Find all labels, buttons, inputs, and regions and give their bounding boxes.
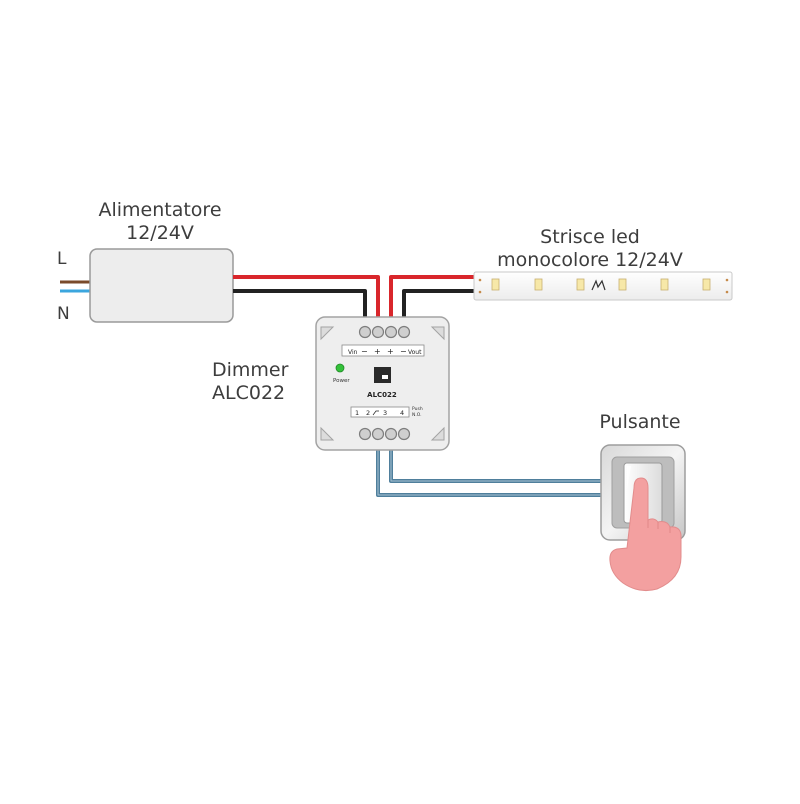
- wire-psu-positive: [233, 275, 380, 322]
- push-button: [600, 444, 686, 591]
- terminal-screw: [358, 325, 372, 339]
- terminal-minus-label: −: [400, 347, 407, 356]
- power-led-icon: [335, 363, 345, 373]
- led-strip-label: Strisce led monocolore 12/24V: [470, 226, 710, 272]
- terminal-vout-label: Vout: [408, 349, 422, 356]
- bottom-terminal-block: [358, 427, 411, 441]
- terminal-screw: [384, 427, 398, 441]
- wire-psu-negative: [233, 289, 367, 322]
- power-supply-voltage: 12/24V: [126, 222, 194, 244]
- push-label: Push: [412, 406, 423, 412]
- mains-wires: [60, 280, 92, 293]
- terminal-screw: [371, 325, 385, 339]
- led-chip: [618, 278, 627, 291]
- dimmer-to-button-wires: [376, 444, 604, 497]
- wire-strip-negative: [402, 289, 478, 322]
- pin-2-label: 2: [366, 409, 370, 417]
- wire-strip-positive: [389, 275, 478, 322]
- led-chip: [702, 278, 711, 291]
- push-button-label: Pulsante: [599, 411, 681, 433]
- mains-l-label: L: [57, 249, 67, 269]
- led-strip-title: Strisce led: [540, 226, 640, 248]
- resistor-icon: [591, 279, 606, 291]
- dimmer-title: Dimmer: [212, 359, 289, 381]
- led-chip: [534, 278, 543, 291]
- terminal-screw: [397, 325, 411, 339]
- terminal-screw: [371, 427, 385, 441]
- wire-push-a: [376, 444, 604, 497]
- power-supply-label: Alimentatore 12/24V: [70, 199, 250, 245]
- terminal-plus-label: +: [387, 347, 394, 356]
- model-label: ALC022: [367, 391, 397, 399]
- pin-1-label: 1: [355, 409, 359, 417]
- led-strip: [473, 271, 733, 301]
- terminal-screw: [384, 325, 398, 339]
- dimmer-model: ALC022: [212, 382, 286, 404]
- terminal-label-strip: [341, 344, 425, 357]
- hand-icon: [609, 477, 682, 591]
- led-strip-body: [473, 271, 733, 301]
- no-label: N.O.: [412, 412, 422, 418]
- terminal-screw: [358, 427, 372, 441]
- led-chip: [576, 278, 585, 291]
- mains-n-label: N: [57, 304, 70, 324]
- terminal-minus-label: −: [361, 347, 368, 356]
- power-label: Power: [333, 378, 350, 384]
- top-terminal-block: [358, 325, 411, 339]
- pin-3-label: 3: [383, 409, 387, 417]
- power-supply-title: Alimentatore: [98, 199, 222, 221]
- terminal-screw: [397, 427, 411, 441]
- terminal-plus-label: +: [374, 347, 381, 356]
- dimmer-to-strip-wires: [389, 275, 478, 322]
- psu-to-dimmer-wires: [233, 275, 380, 322]
- dimmer-label: Dimmer ALC022: [212, 359, 316, 405]
- led-strip-subtitle: monocolore 12/24V: [497, 249, 683, 271]
- switch-symbol-icon: [372, 410, 379, 416]
- terminal-vin-label: Vin: [348, 349, 358, 356]
- pin-4-label: 4: [400, 409, 404, 417]
- led-chip: [491, 278, 500, 291]
- led-chip: [660, 278, 669, 291]
- dimmer-module: Vin − + + − Vout Power ALC022 1 2 3 4 Pu…: [315, 316, 450, 451]
- push-label-strip: [350, 406, 410, 418]
- power-supply-box: [89, 248, 234, 323]
